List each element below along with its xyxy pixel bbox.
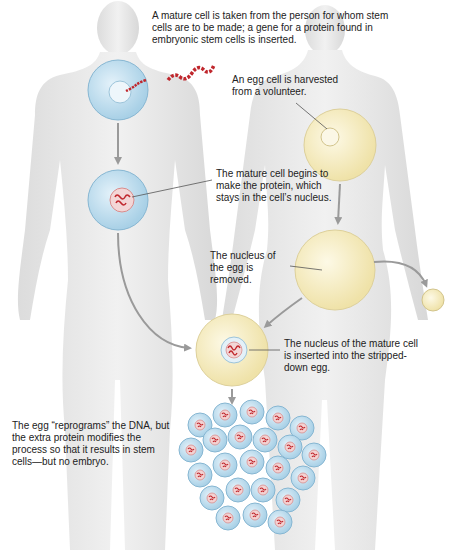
step-note: A mature cell is taken from the person f…	[152, 10, 392, 46]
result-note: The egg “reprograms” the DNA, but the ex…	[12, 420, 177, 468]
process-arrows	[118, 123, 426, 402]
step-note: The nucleus of the egg is removed.	[210, 250, 288, 286]
step-note: An egg cell is harvested from a voluntee…	[232, 74, 350, 98]
step-note: The nucleus of the mature cell is insert…	[284, 338, 424, 374]
removed-nucleus	[422, 289, 444, 311]
mature-cell-with-protein	[88, 170, 148, 230]
leader-lines	[132, 103, 327, 350]
mature-cell	[88, 60, 148, 120]
female-figure	[222, 5, 428, 550]
male-figure	[18, 1, 217, 550]
stem-cell-cluster	[179, 400, 326, 534]
enucleated-egg	[295, 230, 375, 310]
gene-strand	[168, 65, 214, 80]
step-note: The mature cell begins to make the prote…	[216, 168, 334, 204]
